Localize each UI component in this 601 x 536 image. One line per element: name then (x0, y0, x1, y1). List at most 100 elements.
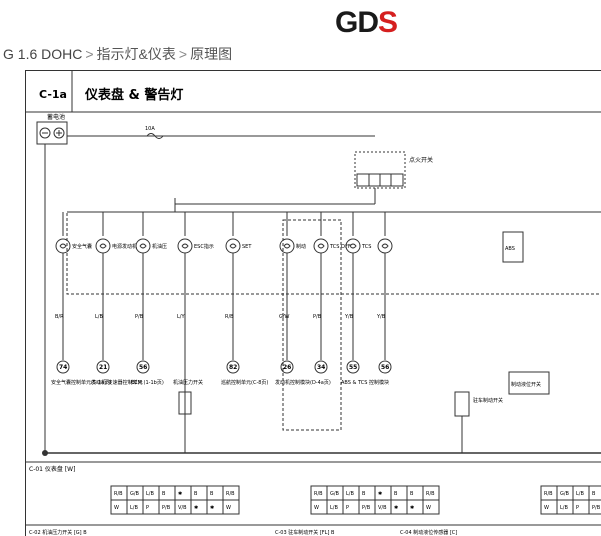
lamp-icon (313, 238, 329, 254)
pin-label: ✱ (410, 505, 415, 511)
abs-label: ABS (505, 246, 515, 252)
pin-label: B (410, 491, 414, 497)
connector-ref-number: 21 (99, 364, 107, 371)
breadcrumb-schematic[interactable]: 原理图 (190, 46, 233, 62)
pin-label: B (194, 491, 198, 497)
diagram-code: C-1a (39, 88, 67, 101)
pin-label: P/B (362, 505, 371, 511)
target-text: 发动机/变速器控制单元 (91, 379, 143, 386)
lamp-label: 安全气囊 (72, 243, 92, 250)
wire-color: P/B (313, 314, 322, 320)
wire-color: L/Y (177, 314, 185, 320)
pin-label: ✱ (378, 491, 383, 497)
pin-label: R/B (314, 491, 323, 497)
pin-label: B (394, 491, 398, 497)
connector-ref-icon (314, 360, 328, 374)
pin-label: L/B (560, 505, 568, 511)
wire-color: R/B (225, 314, 234, 320)
right-label-1: 驻车制动开关 (473, 397, 503, 404)
pin-label: ✱ (194, 505, 199, 511)
lamp-label: 电源发动机 (112, 243, 137, 250)
bottom-label-1: C-02 机油压力开关 [G] B (29, 529, 87, 536)
fuse-label: 10A (145, 126, 155, 132)
lamp-icon (95, 238, 111, 254)
lamp-label: TCS (361, 244, 371, 250)
target-text: ABS & TCS 控制模块 (341, 379, 389, 386)
connector-ref-icon (96, 360, 110, 374)
wiring-diagram: C-1a 仪表盘 & 警告灯 蓄电池 10A 点火开关 ABS (25, 70, 601, 536)
connector-ref-icon (346, 360, 360, 374)
connector-ref-number: 82 (229, 364, 237, 371)
target-text: 巡航控制单元(C-8页) (221, 379, 268, 386)
connector-title: C-01 仪表盘 [W] (29, 465, 75, 473)
target-text: 发动机控制模块(D-4a页) (275, 379, 331, 386)
connector-ref-icon (378, 360, 392, 374)
lamp-icon (377, 238, 393, 254)
breadcrumb-indicator-gauge[interactable]: 指示灯&仪表 (96, 46, 176, 62)
pin-label: ✱ (210, 505, 215, 511)
connector-ref-number: 34 (317, 364, 325, 371)
pin-label: B (210, 491, 214, 497)
switch-icon (178, 391, 192, 415)
lamp-icon (177, 238, 193, 254)
pin-label: ✱ (394, 505, 399, 511)
lamp-icon (279, 238, 295, 254)
target-text: 机油压力开关 (173, 379, 203, 386)
wire-color: L/B (95, 314, 103, 320)
lamp-label: SET (242, 244, 252, 250)
connector-ref-number: 74 (59, 364, 67, 371)
pin-label: L/B (130, 505, 138, 511)
wire-color: Y/B (376, 314, 386, 320)
pin-label: R/B (114, 491, 123, 497)
connector-ref-icon (136, 360, 150, 374)
wire-color: B/R (55, 314, 64, 320)
pin-label: W (226, 505, 231, 511)
pin-label: B (592, 491, 596, 497)
pin-label: R/B (426, 491, 435, 497)
lamp-label: 机油压 (152, 243, 167, 250)
pin-label: ✱ (178, 491, 183, 497)
connector-ref-number: 56 (139, 364, 147, 371)
pin-label: R/B (544, 491, 553, 497)
lamp-icon (225, 238, 241, 254)
pin-label: W (426, 505, 431, 511)
breadcrumb-sep: > (85, 46, 94, 62)
ign-switch-label: 点火开关 (409, 156, 433, 164)
connector-ref-number: 56 (381, 364, 389, 371)
pin-label: G/B (560, 491, 570, 497)
pin-label: W (544, 505, 549, 511)
wiring-diagram-svg: C-1a 仪表盘 & 警告灯 蓄电池 10A 点火开关 ABS (25, 70, 601, 536)
lamp-icon (55, 238, 71, 254)
pin-label: R/B (226, 491, 235, 497)
pin-label: G/B (130, 491, 140, 497)
pin-label: G/B (330, 491, 340, 497)
pin-label: L/B (346, 491, 354, 497)
pin-label: P/B (162, 505, 171, 511)
breadcrumb-sep: > (178, 46, 188, 62)
pin-label: P (576, 505, 579, 511)
lamp-label: 制动 (296, 243, 306, 250)
connector-ref-icon (56, 360, 70, 374)
pin-label: B (162, 491, 166, 497)
pin-label: V/B (178, 505, 187, 511)
battery-box (36, 121, 68, 145)
pin-label: B (362, 491, 366, 497)
pin-label: W (314, 505, 319, 511)
wire-color: Y/B (344, 314, 354, 320)
bottom-label-2: C-03 驻车制动开关 [FL] B (275, 529, 335, 536)
pin-label: L/B (330, 505, 338, 511)
target-text: 安全气囊控制单元(5-1a页) (51, 379, 111, 386)
right-label-2: 制动液位开关 (511, 381, 541, 388)
pin-label: P (346, 505, 349, 511)
breadcrumb: G 1.6 DOHC>指示灯&仪表>原理图 (0, 44, 601, 64)
wire-color: G/W (279, 314, 290, 320)
pin-label: W (114, 505, 119, 511)
connector-ref-icon (280, 360, 294, 374)
breadcrumb-model[interactable]: G 1.6 DOHC (3, 46, 83, 62)
wire-color: P/B (135, 314, 144, 320)
target-text: ECM (1-1b页) (131, 380, 164, 386)
dashed-group (282, 219, 342, 431)
pin-label: L/B (576, 491, 584, 497)
pin-label: L/B (146, 491, 154, 497)
lamp-label: ESC指示 (194, 243, 214, 250)
